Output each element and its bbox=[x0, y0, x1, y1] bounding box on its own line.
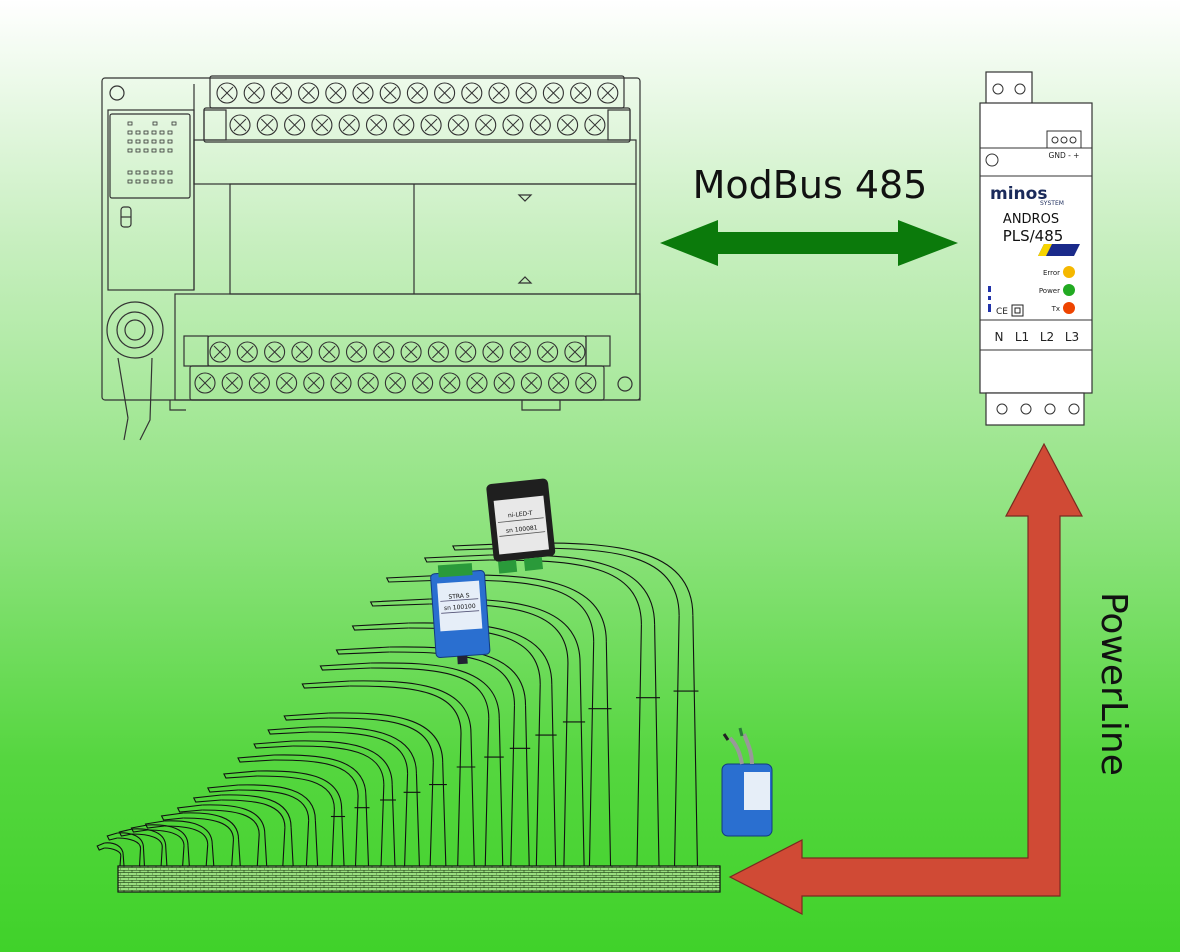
plc-led-grid bbox=[127, 121, 177, 184]
plc-terminal-row-bottom bbox=[209, 341, 586, 363]
plc-terminal-row-bottom-second bbox=[194, 372, 597, 394]
blue-module-title: STRA S bbox=[448, 592, 470, 600]
led-tx-label: Tx bbox=[1051, 305, 1060, 313]
andros-model-line1: ANDROS bbox=[1003, 212, 1059, 227]
terminal-label-n: N bbox=[995, 330, 1004, 344]
double-insulation-icon bbox=[1011, 304, 1024, 317]
powerline-arrow: PowerLine bbox=[728, 442, 1134, 915]
powerline-l-arrow bbox=[728, 442, 1083, 915]
plc-terminal-row-top bbox=[216, 82, 619, 104]
modbus-arrow: ModBus 485 bbox=[660, 163, 958, 266]
powerline-label: PowerLine bbox=[1093, 592, 1134, 776]
black-led-module: ni-LED-T sn 100081 bbox=[486, 478, 556, 574]
terminal-label-l3: L3 bbox=[1065, 330, 1079, 344]
terminal-label-l1: L1 bbox=[1015, 330, 1029, 344]
ce-mark: CE bbox=[996, 307, 1008, 317]
plc-device bbox=[101, 75, 641, 441]
led-error-label: Error bbox=[1043, 269, 1060, 277]
andros-brand-sub: SYSTEM bbox=[1040, 200, 1064, 207]
andros-gnd-label: GND - + bbox=[1049, 151, 1080, 160]
andros-model-line2: PLS/485 bbox=[1003, 227, 1064, 245]
black-module-title: ni-LED-T bbox=[508, 510, 534, 520]
blue-module-sn: sn 100100 bbox=[444, 603, 476, 612]
street-lights bbox=[96, 542, 699, 867]
led-power-icon bbox=[1063, 284, 1075, 296]
led-tx-icon bbox=[1063, 302, 1075, 314]
ground-strip bbox=[117, 865, 721, 893]
modbus-label: ModBus 485 bbox=[693, 163, 928, 207]
led-power-label: Power bbox=[1039, 287, 1060, 295]
small-power-module bbox=[721, 727, 773, 837]
led-error-icon bbox=[1063, 266, 1075, 278]
andros-device: GND - + minos SYSTEM ANDROS PLS/485 Erro… bbox=[979, 71, 1093, 426]
andros-brand: minos bbox=[990, 184, 1047, 204]
plc-terminal-row-top-second bbox=[229, 114, 606, 136]
modbus-double-arrow bbox=[660, 220, 958, 266]
terminal-label-l2: L2 bbox=[1040, 330, 1054, 344]
andros-screw bbox=[985, 153, 999, 167]
blue-led-module: STRA S sn 100100 bbox=[430, 563, 491, 665]
black-module-sn: sn 100081 bbox=[506, 524, 538, 534]
